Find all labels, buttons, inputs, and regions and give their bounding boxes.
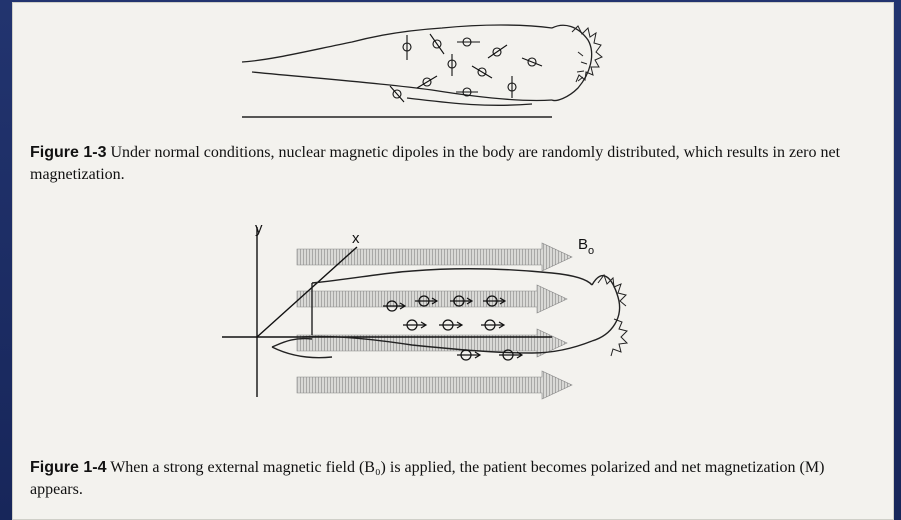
field-label-b: B [578, 236, 588, 253]
figure-1-4-caption-text: When a strong external magnetic field (B… [30, 459, 824, 498]
figure-1-3-caption: Figure 1-3 Under normal conditions, nucl… [30, 142, 880, 186]
figure-1-4-caption: Figure 1-4 When a strong external magnet… [30, 457, 880, 501]
field-label-subscript: o [588, 245, 594, 257]
figure-1-3-caption-text: Under normal conditions, nuclear magneti… [30, 144, 840, 183]
book-page: Figure 1-3 Under normal conditions, nucl… [12, 2, 894, 520]
field-label: Bo [578, 236, 594, 257]
figure-1-3-label: Figure 1-3 [30, 144, 106, 161]
field-arrows [297, 243, 572, 399]
random-dipoles [390, 34, 542, 102]
x-axis-label: x [352, 230, 360, 247]
figure-1-4-illustration: y x Bo [12, 207, 894, 457]
figure-1-4-label: Figure 1-4 [30, 459, 106, 476]
head-scribble [598, 275, 627, 356]
y-axis-label: y [255, 220, 263, 237]
figure-1-3-illustration [12, 2, 894, 142]
